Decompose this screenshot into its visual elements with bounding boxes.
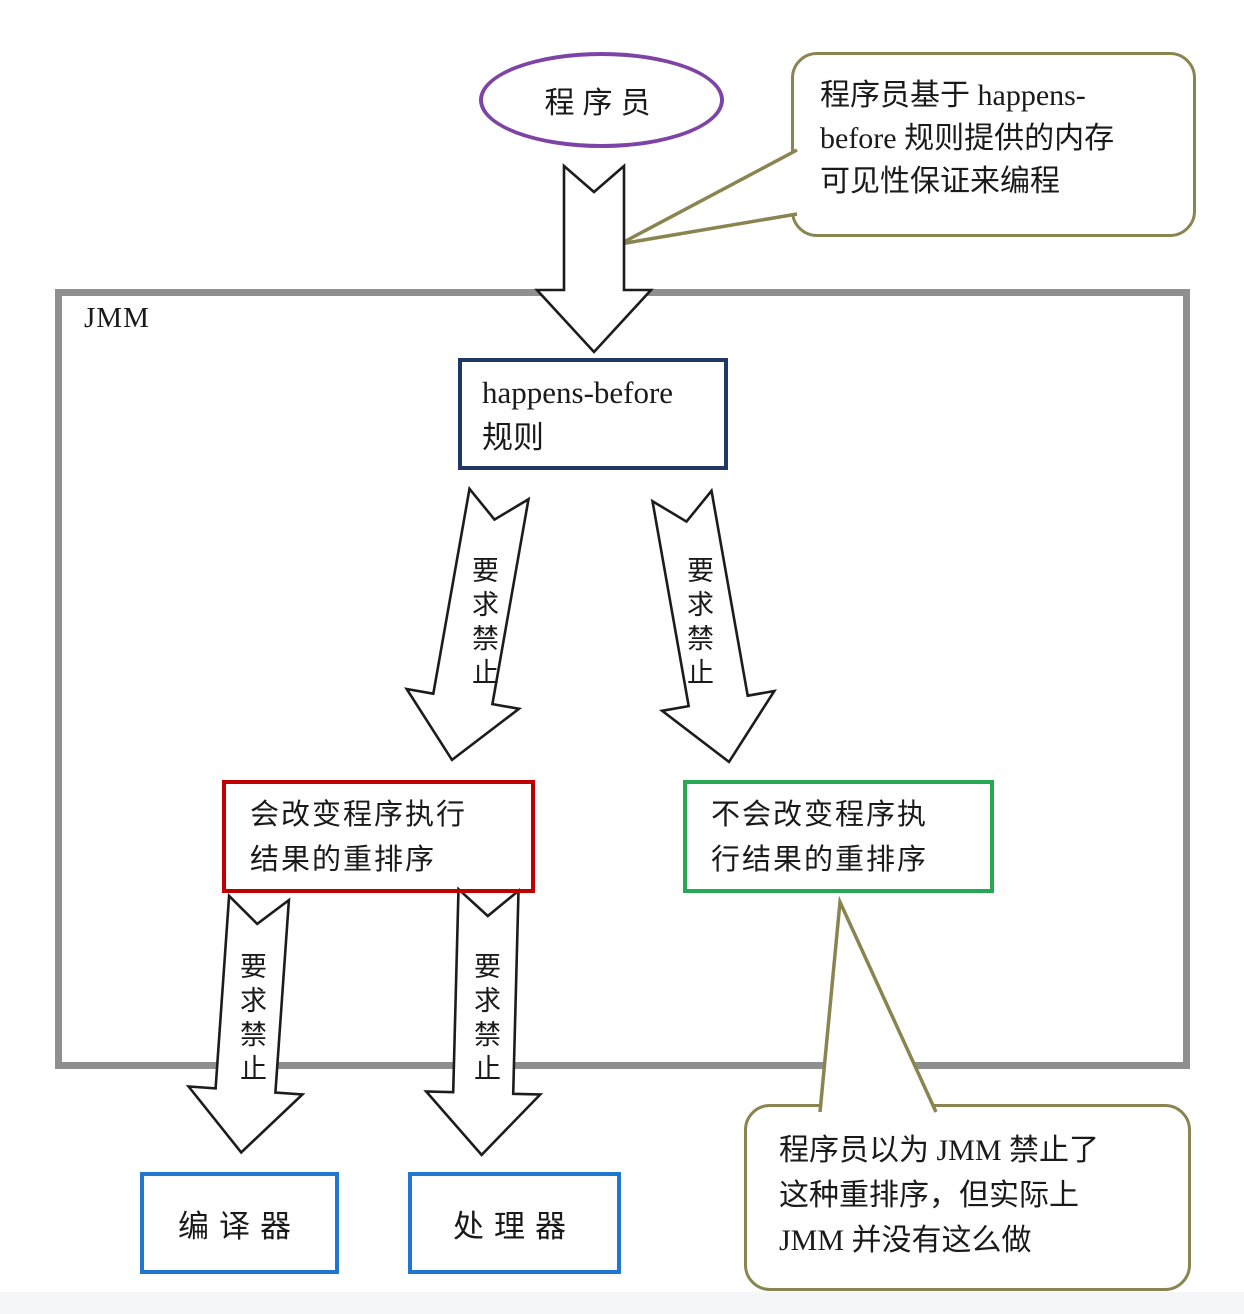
callout-top-line-1: 程序员基于 happens- xyxy=(820,79,1086,112)
programmer-label: 程序员 xyxy=(544,87,659,120)
callout-top-line-3: 可见性保证来编程 xyxy=(820,165,1060,198)
callout-top-line-2: before 规则提供的内存 xyxy=(820,122,1115,155)
red-box-line-2: 结果的重排序 xyxy=(250,844,437,876)
arrow-label-red-to-compiler: 要求禁止 xyxy=(236,952,266,1088)
green-box-line-2: 行结果的重排序 xyxy=(711,844,929,876)
happens-before-box: happens-before 规则 xyxy=(458,358,728,470)
arrow-label-hb-to-red: 要求禁止 xyxy=(468,556,498,692)
processor-box: 处理器 xyxy=(408,1172,621,1274)
red-box-line-1: 会改变程序执行 xyxy=(250,799,468,831)
callout-programmer-note: 程序员基于 happens- before 规则提供的内存 可见性保证来编程 xyxy=(791,52,1196,237)
compiler-label: 编译器 xyxy=(178,1208,301,1244)
compiler-box: 编译器 xyxy=(140,1172,339,1274)
arrow-label-hb-to-green: 要求禁止 xyxy=(683,556,713,692)
page-bottom-strip xyxy=(0,1292,1244,1314)
hb-box-line-1: happens-before xyxy=(482,375,674,410)
no-change-result-reorder-box: 不会改变程序执 行结果的重排序 xyxy=(683,780,994,893)
processor-label: 处理器 xyxy=(453,1208,576,1244)
callout-top-tail xyxy=(619,148,798,246)
programmer-ellipse: 程序员 xyxy=(479,52,724,148)
callout-bottom-line-2: 这种重排序，但实际上 xyxy=(779,1179,1079,1212)
hb-box-line-2: 规则 xyxy=(482,420,544,455)
green-box-line-1: 不会改变程序执 xyxy=(711,799,929,831)
changes-result-reorder-box: 会改变程序执行 结果的重排序 xyxy=(222,780,535,893)
arrow-label-red-to-processor: 要求禁止 xyxy=(470,952,500,1088)
jmm-label: JMM xyxy=(84,302,150,334)
callout-bottom-line-3: JMM 并没有这么做 xyxy=(779,1224,1032,1257)
callout-bottom-line-1: 程序员以为 JMM 禁止了 xyxy=(779,1134,1100,1167)
callout-jmm-note: 程序员以为 JMM 禁止了 这种重排序，但实际上 JMM 并没有这么做 xyxy=(744,1104,1191,1291)
